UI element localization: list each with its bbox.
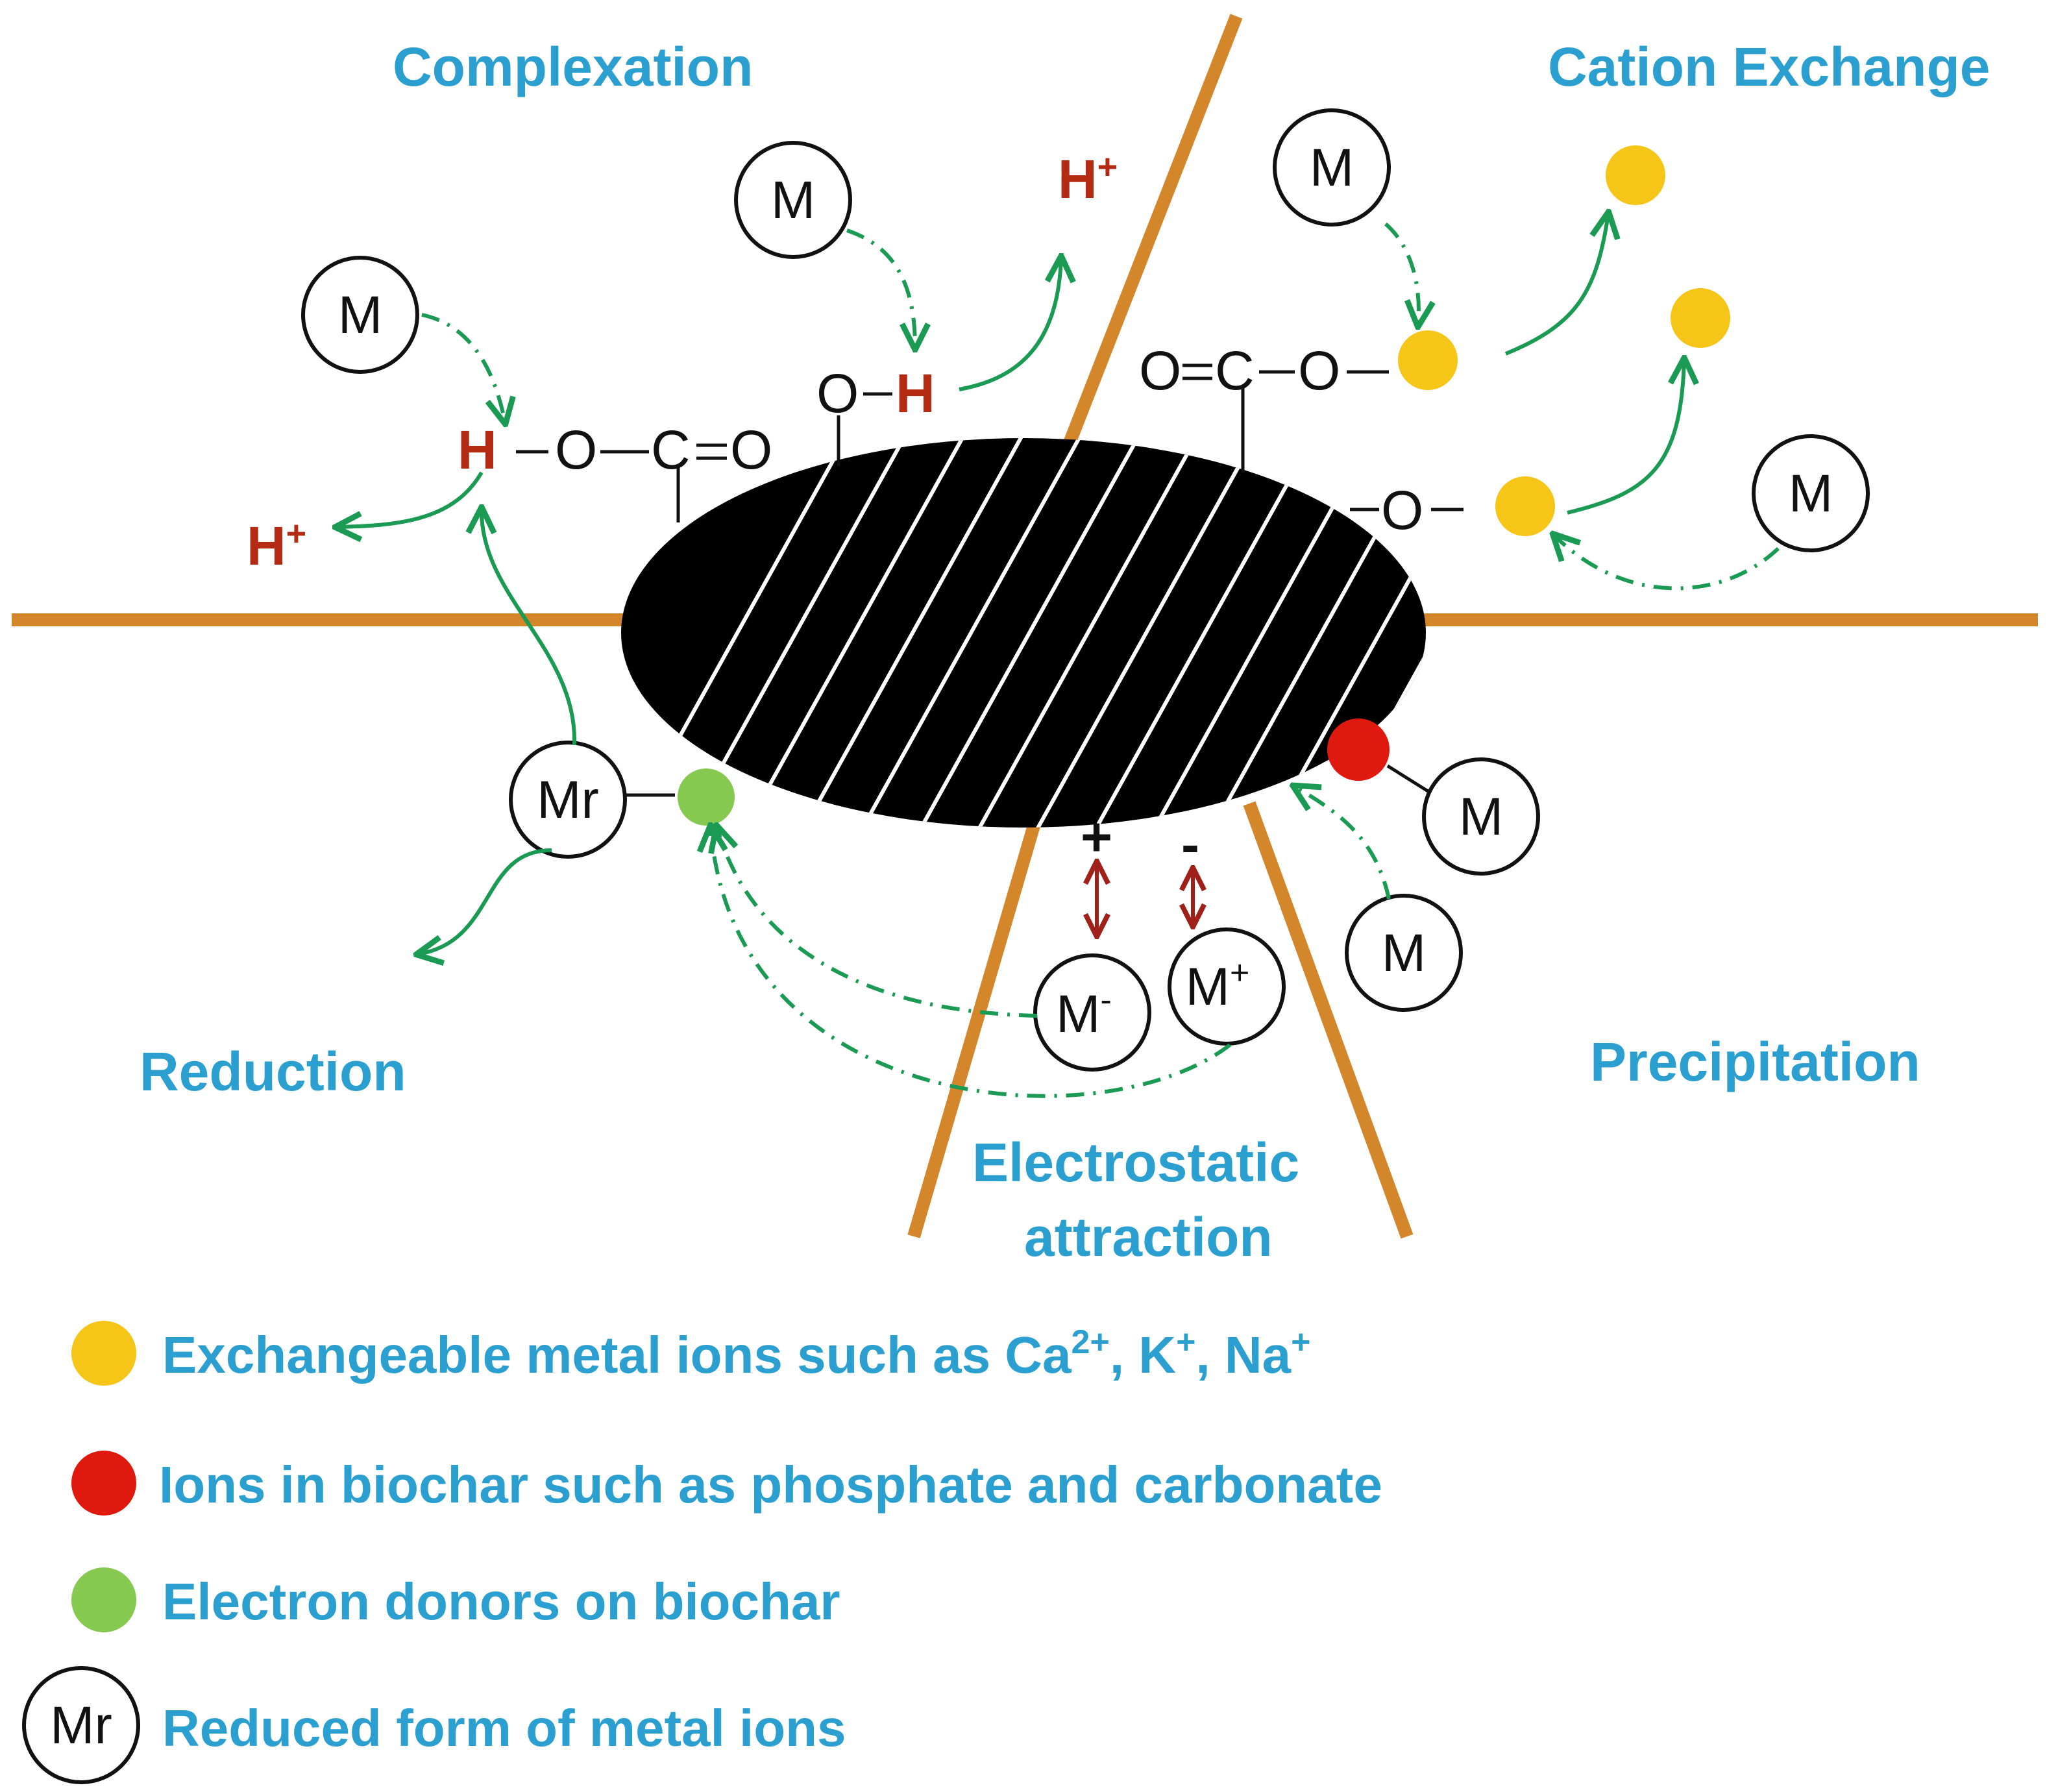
label-cation-exchange: Cation Exchange — [1548, 36, 1990, 97]
legend-label: Ions in biochar such as phosphate and ca… — [159, 1456, 1382, 1514]
svg-text:M: M — [771, 171, 815, 230]
carbon-right: C — [1215, 340, 1255, 401]
divider-top — [1063, 14, 1243, 445]
label-attraction: attraction — [1024, 1207, 1273, 1268]
oxygen-atom: O — [555, 419, 597, 480]
green-dot-icon — [71, 1567, 136, 1632]
metal-ion: M — [301, 256, 419, 374]
carboxyl-group-left: H O C O — [458, 419, 772, 522]
carbonyl-oxygen: O — [730, 419, 772, 480]
svg-text:M: M — [1310, 138, 1354, 197]
metal-ions: M M M M M M Mr M- — [301, 108, 1870, 1072]
svg-text:M: M — [1789, 464, 1833, 523]
hydroxyl-oxygen: O — [816, 363, 859, 424]
svg-text:Mr: Mr — [537, 770, 599, 829]
metal-ion: M — [1422, 757, 1540, 876]
svg-text:M: M — [1459, 787, 1503, 846]
released-exchangeable-ion — [1671, 288, 1730, 348]
proton-left: H+ — [247, 514, 306, 576]
electron-donor-dot — [678, 768, 735, 826]
legend-label: Electron donors on biochar — [162, 1573, 840, 1630]
legend-label: Reduced form of metal ions — [162, 1699, 846, 1757]
hydrogen-atom: H — [458, 419, 497, 480]
exchangeable-ion-dot — [1495, 476, 1555, 536]
anionic-metal-ion: M- — [1033, 953, 1151, 1072]
legend-item-biochar-ions: Ions in biochar such as phosphate and ca… — [71, 1451, 1382, 1516]
metal-ion: M — [1273, 108, 1391, 227]
label-electrostatic: Electrostatic — [972, 1132, 1299, 1193]
cationic-metal-ion: M+ — [1168, 927, 1286, 1046]
label-precipitation: Precipitation — [1590, 1031, 1920, 1092]
metal-ion: M — [1345, 894, 1463, 1012]
reduced-metal-icon — [22, 1666, 140, 1784]
divider-bottom-left — [907, 813, 1044, 1238]
oxygen-right: O — [1298, 340, 1340, 401]
metal-ion: M — [734, 141, 852, 259]
svg-text:Mr: Mr — [50, 1696, 112, 1755]
release-arrows — [337, 214, 1684, 954]
divider-lines — [12, 14, 2038, 1239]
biochar-body — [621, 438, 1426, 828]
legend: Exchangeable metal ions such as Ca2+, K+… — [22, 1321, 1382, 1784]
svg-text:M+: M+ — [1186, 954, 1250, 1016]
approach-arrows — [421, 222, 1780, 1098]
svg-text:M: M — [1382, 924, 1426, 983]
hydroxyl-hydrogen: H — [896, 363, 935, 424]
label-reduction: Reduction — [140, 1041, 406, 1102]
label-complexation: Complexation — [393, 36, 753, 97]
hydroxyl-group: O H — [816, 363, 935, 466]
divider-bottom-right — [1243, 801, 1414, 1239]
phenolate-oxygen: O — [1381, 480, 1423, 541]
proton-top: H+ — [1058, 147, 1118, 210]
biochar-ion-dot — [1327, 718, 1390, 781]
surface-charge-minus: - — [1181, 814, 1199, 875]
yellow-dot-icon — [71, 1321, 136, 1386]
phenolate-group-right: O — [1350, 476, 1555, 541]
svg-text:M-: M- — [1056, 981, 1112, 1044]
red-dot-icon — [71, 1451, 136, 1516]
svg-text:M: M — [338, 286, 382, 345]
reduced-metal-ion: Mr — [509, 741, 627, 859]
legend-label: Exchangeable metal ions such as Ca2+, K+… — [162, 1323, 1311, 1384]
carbon-atom: C — [651, 419, 691, 480]
legend-item-electron-donors: Electron donors on biochar — [71, 1567, 840, 1632]
carbonyl-oxygen-right: O — [1139, 340, 1181, 401]
released-exchangeable-ion — [1606, 145, 1665, 205]
legend-item-reduced-metal: Mr Reduced form of metal ions — [22, 1666, 846, 1784]
legend-item-exchangeable: Exchangeable metal ions such as Ca2+, K+… — [71, 1321, 1311, 1386]
metal-ion: M — [1752, 434, 1870, 552]
surface-charge-plus: + — [1081, 806, 1112, 867]
carboxylate-group-right: O C O — [1139, 330, 1458, 473]
exchangeable-ion-dot — [1398, 330, 1458, 390]
